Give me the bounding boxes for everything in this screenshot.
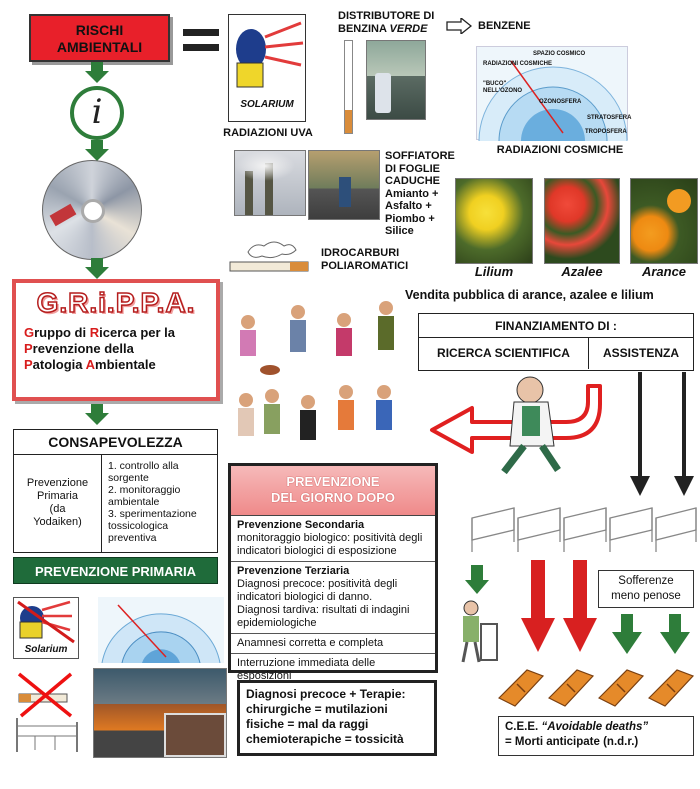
grippa-line2: Prevenzione della	[24, 341, 134, 356]
cigarette-vertical	[344, 40, 353, 134]
people-illustration	[238, 301, 394, 440]
anamnesi: Anamnesi corretta e completa	[231, 634, 435, 654]
consapevolezza-items: 1. controllo alla sorgente 2. monitoragg…	[102, 455, 217, 552]
solarium-lamp-icon	[236, 21, 304, 88]
gas-station-photo	[366, 40, 426, 120]
consapevolezza-item: 3. sperimentazione tossicologica prevent…	[108, 508, 197, 544]
prevenzione-primaria-bar: PREVENZIONE PRIMARIA	[13, 557, 218, 584]
red-arrows	[521, 560, 597, 652]
smokestacks-photo	[234, 150, 306, 216]
benzene-label: BENZENE	[478, 20, 531, 32]
bed-icon	[16, 718, 78, 752]
diagnosi-precoce-box: Diagnosi precoce + Terapie:chirurgiche =…	[237, 680, 437, 756]
interruzione: Interruzione immediata delle esposizioni	[237, 657, 376, 682]
distributore-benzina-label: DISTRIBUTORE DI BENZINA VERDE	[338, 10, 435, 35]
rischi-line2: AMBIENTALI	[56, 39, 143, 55]
cee-avoidable-deaths-box: C.E.E. “Avoidable deaths” = Morti antici…	[498, 716, 694, 756]
cosmic-diagram: SPAZIO COSMICO RADIAZIONI COSMICHE "BUCO…	[476, 46, 631, 141]
prevenzione-secondaria: Prevenzione Secondaria monitoraggio biol…	[231, 516, 435, 562]
street-sweeper-photo	[93, 668, 227, 758]
cd-disc	[42, 160, 142, 260]
azalee-caption: Azalee	[561, 264, 603, 279]
green-arrow-3	[85, 258, 109, 279]
rischi-ambientali-box: RISCHI AMBIENTALI	[29, 14, 170, 62]
arance-caption: Arance	[641, 264, 687, 279]
solarium-lamp-icon	[17, 600, 75, 644]
no-smoking-icon	[17, 672, 73, 718]
solarium-box: SOLARIUM	[228, 14, 306, 122]
grippa-box: G.R.i.P.P.A. Gruppo di Ricerca per la Pr…	[12, 279, 220, 401]
green-arrow-1	[85, 62, 109, 83]
green-arrow-4	[85, 404, 109, 425]
vendita-pubblica: Vendita pubblica di arance, azalee e lil…	[405, 288, 654, 302]
solarium-small: Solarium	[13, 597, 79, 659]
solarium-label: SOLARIUM	[240, 99, 294, 110]
solarium-small-label: Solarium	[24, 644, 68, 655]
leaf-blower-photo	[308, 150, 380, 220]
info-icon: i	[70, 86, 124, 140]
consapevolezza-title: CONSAPEVOLEZZA	[14, 430, 217, 455]
grippa-line3: Patologia Ambientale	[24, 357, 156, 372]
finanziamento-box: FINANZIAMENTO DI : RICERCA SCIENTIFICA A…	[418, 313, 694, 371]
green-arrow-2	[85, 140, 109, 161]
green-arrow-elderly	[465, 565, 489, 594]
grippa-logo: G.R.i.P.P.A.	[36, 286, 196, 319]
green-arrows-right	[612, 614, 690, 654]
consapevolezza-item: 1. controllo alla sorgente	[108, 460, 179, 484]
azalee-photo	[544, 178, 620, 264]
lilium-caption: Lilium	[474, 264, 514, 279]
assistenza: ASSISTENZA	[602, 346, 679, 360]
black-arrows	[630, 372, 694, 496]
rischi-line1: RISCHI	[75, 22, 124, 38]
beds-row	[471, 507, 697, 552]
equals-sign	[183, 29, 219, 53]
grippa-line1: Gruppo di Ricerca per la	[24, 325, 176, 340]
doctor-illustration	[501, 376, 561, 475]
finanziamento-title: FINANZIAMENTO DI :	[419, 314, 693, 338]
hollow-arrow-icon	[446, 18, 472, 34]
consapevolezza-item: 2. monitoraggio ambientale	[108, 484, 181, 508]
cosmic-diagram-small	[98, 597, 224, 663]
coffins-row	[497, 669, 695, 707]
prevenzione-terziaria: Prevenzione Terziaria Diagnosi precoce: …	[231, 562, 435, 634]
ricerca-scientifica: RICERCA SCIENTIFICA	[419, 338, 589, 369]
arance-photo	[630, 178, 698, 264]
lilium-photo	[455, 178, 533, 264]
cigarette-smoke-icon	[229, 241, 309, 272]
elderly-walker-illustration	[461, 600, 498, 663]
red-hollow-arrow	[430, 384, 602, 454]
radiazioni-cosmiche-caption: RADIAZIONI COSMICHE	[496, 144, 624, 156]
radiazioni-uva-caption: RADIAZIONI UVA	[223, 127, 313, 139]
